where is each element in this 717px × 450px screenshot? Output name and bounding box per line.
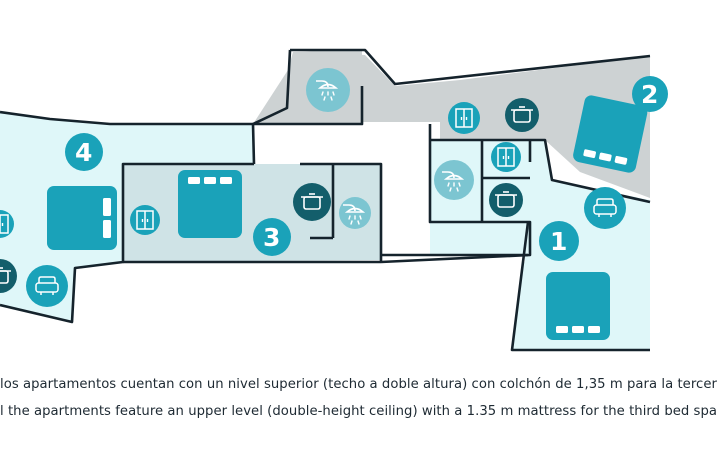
double-bed-icon [47, 186, 117, 250]
cooking-pot-icon [489, 183, 523, 217]
double-bed-icon [178, 170, 242, 238]
svg-text:2: 2 [641, 80, 658, 109]
wardrobe-icon [0, 210, 14, 238]
armchair-icon [26, 265, 68, 307]
svg-text:4: 4 [75, 138, 92, 167]
wardrobe-icon [130, 205, 160, 235]
floor-plan: 2 4 3 1 [0, 48, 668, 352]
caption-spanish: los apartamentos cuentan con un nivel su… [0, 377, 717, 392]
cooking-pot-icon [293, 183, 331, 221]
cooking-pot-icon [505, 98, 539, 132]
shower-icon [306, 68, 350, 112]
room-number-1: 1 [539, 221, 579, 261]
room-number-3: 3 [253, 218, 291, 256]
caption-english: l the apartments feature an upper level … [0, 404, 717, 419]
double-bed-icon [546, 272, 610, 340]
cooking-pot-icon [0, 259, 17, 293]
armchair-icon [584, 187, 626, 229]
wardrobe-icon [491, 142, 521, 172]
walls [0, 48, 651, 352]
svg-text:1: 1 [550, 227, 567, 256]
room-4-floor [0, 112, 254, 322]
shower-icon [434, 160, 474, 200]
shower-icon [339, 197, 371, 229]
room-number-4: 4 [65, 133, 103, 171]
wardrobe-icon [448, 102, 480, 134]
svg-text:3: 3 [263, 223, 280, 252]
room-number-2: 2 [632, 76, 668, 112]
